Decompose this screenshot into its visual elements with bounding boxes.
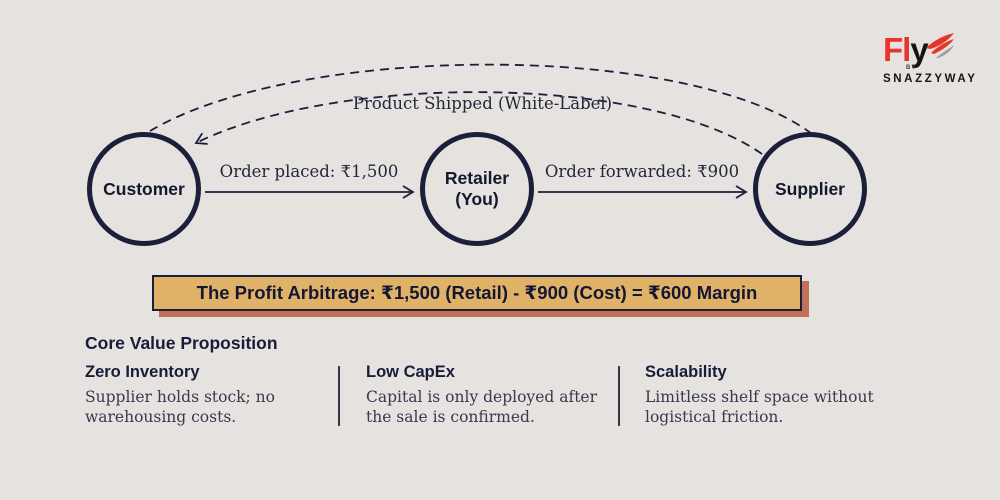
- logo-brand-name: SNAZZYWAY: [883, 73, 978, 85]
- column-divider: [618, 366, 620, 426]
- edge-label-order-forwarded: Order forwarded: ₹900: [544, 162, 740, 181]
- node-retailer-label: Retailer (You): [444, 168, 510, 209]
- logo-word-black: y: [910, 30, 928, 68]
- node-customer-label: Customer: [103, 178, 185, 199]
- logo-word-red: Fl: [883, 30, 911, 68]
- node-supplier: Supplier: [753, 132, 867, 246]
- node-customer: Customer: [87, 132, 201, 246]
- fly-wing-icon: [925, 33, 954, 58]
- value-prop-description: Capital is only deployed after the sale …: [366, 388, 598, 427]
- value-prop-title: Scalability: [645, 363, 727, 381]
- node-retailer: Retailer (You): [420, 132, 534, 246]
- value-prop-zero-inventory: Zero Inventory Supplier holds stock; no …: [85, 363, 337, 427]
- value-proposition-heading: Core Value Proposition: [85, 333, 278, 353]
- value-prop-description: Limitless shelf space without logistical…: [645, 388, 874, 427]
- profit-arbitrage-banner: The Profit Arbitrage: ₹1,500 (Retail) - …: [152, 275, 802, 311]
- logo-by-label: BY: [906, 65, 917, 71]
- fly-snazzyway-logo: Fl y BY SNAZZYWAY: [883, 33, 983, 85]
- column-divider: [338, 366, 340, 426]
- shipping-label: Product Shipped (White-Label): [352, 94, 613, 113]
- dashed-arc-inner: [194, 91, 763, 155]
- value-prop-title: Low CapEx: [366, 363, 455, 381]
- value-prop-scalability: Scalability Limitless shelf space withou…: [645, 363, 900, 427]
- logo-wordmark: Fl y: [883, 30, 983, 68]
- dashed-arc-outer: [149, 63, 813, 135]
- profit-arbitrage-text: The Profit Arbitrage: ₹1,500 (Retail) - …: [196, 282, 758, 303]
- edge-label-order-placed: Order placed: ₹1,500: [219, 162, 399, 181]
- value-prop-title: Zero Inventory: [85, 363, 200, 381]
- value-prop-description: Supplier holds stock; no warehousing cos…: [85, 388, 275, 427]
- value-prop-low-capex: Low CapEx Capital is only deployed after…: [366, 363, 614, 427]
- node-supplier-label: Supplier: [774, 178, 845, 199]
